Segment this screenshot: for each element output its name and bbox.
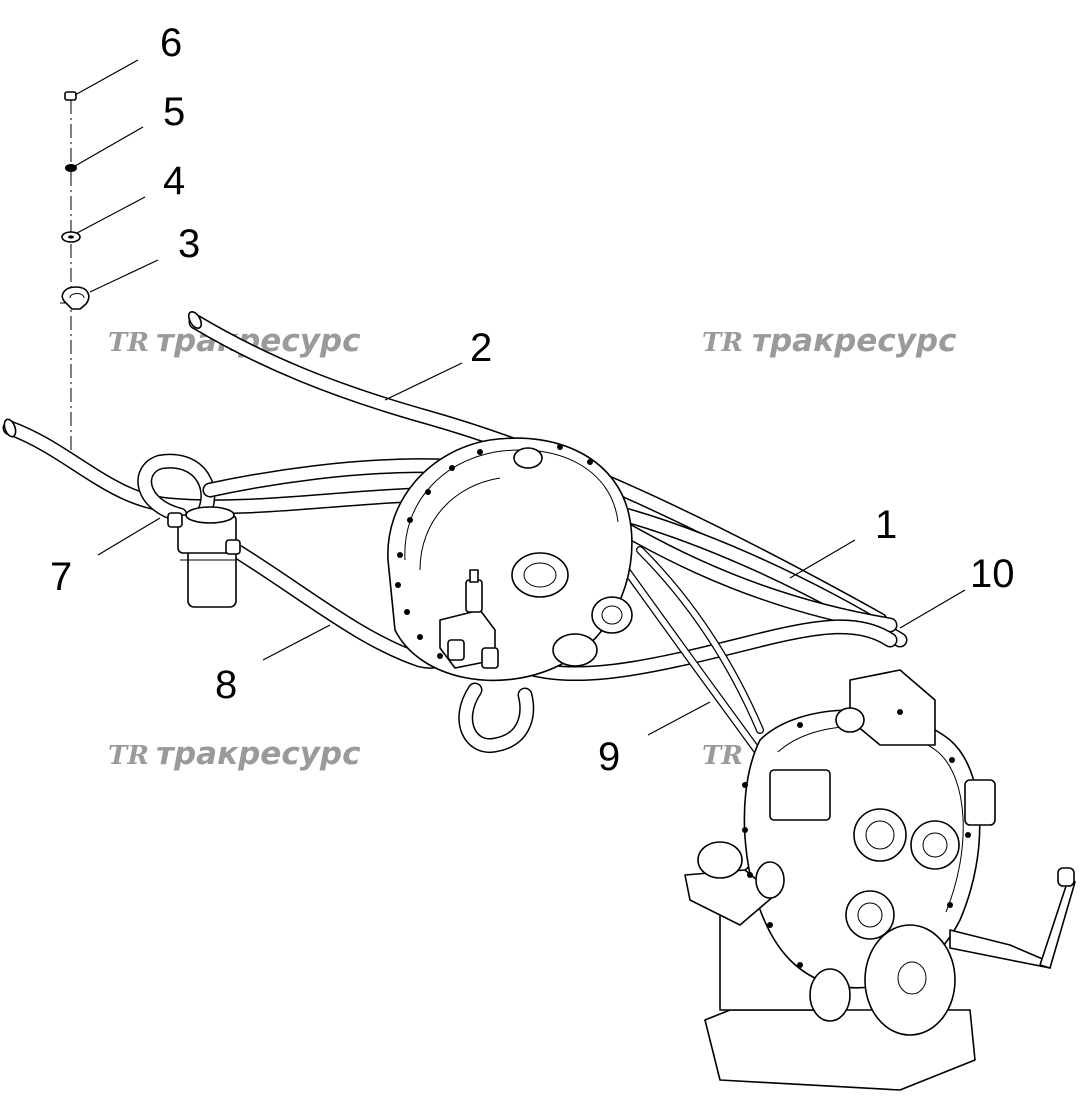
callout-7: 7 xyxy=(50,555,72,599)
oil-filter xyxy=(167,506,241,608)
callout-6: 6 xyxy=(160,21,182,65)
clamp-part-3 xyxy=(60,286,90,310)
watermark-logo: TR xyxy=(108,741,149,771)
nut-part-5 xyxy=(65,164,77,172)
callout-4: 4 xyxy=(163,159,185,203)
callouts: 6 5 4 3 2 1 10 7 8 9 xyxy=(50,21,1015,779)
callout-1: 1 xyxy=(875,503,897,547)
hose-part-2 xyxy=(187,311,888,628)
u-bend-tube xyxy=(458,682,535,753)
fastener-stack xyxy=(60,91,90,450)
callout-9: 9 xyxy=(598,735,620,779)
watermark-logo: TR xyxy=(702,741,743,771)
callout-10: 10 xyxy=(970,552,1015,596)
callout-8: 8 xyxy=(215,663,237,707)
valve-block xyxy=(439,569,499,669)
watermark-top-right: TR тракресурс xyxy=(702,323,957,359)
watermark-logo: TR xyxy=(702,328,743,358)
watermark-text: тракресурс xyxy=(156,736,361,772)
transmission-gearbox xyxy=(684,669,1076,1091)
watermark-logo: TR xyxy=(108,328,149,358)
leader-lines xyxy=(74,59,966,736)
bolt-part-6 xyxy=(64,91,77,114)
callout-3: 3 xyxy=(178,222,200,266)
torque-converter-housing xyxy=(387,437,633,682)
washer-part-4 xyxy=(61,231,81,243)
callout-2: 2 xyxy=(470,326,492,370)
watermark-bottom-left: TR тракресурс xyxy=(108,736,361,772)
callout-5: 5 xyxy=(163,90,185,134)
watermark-text: тракресурс xyxy=(752,323,957,359)
